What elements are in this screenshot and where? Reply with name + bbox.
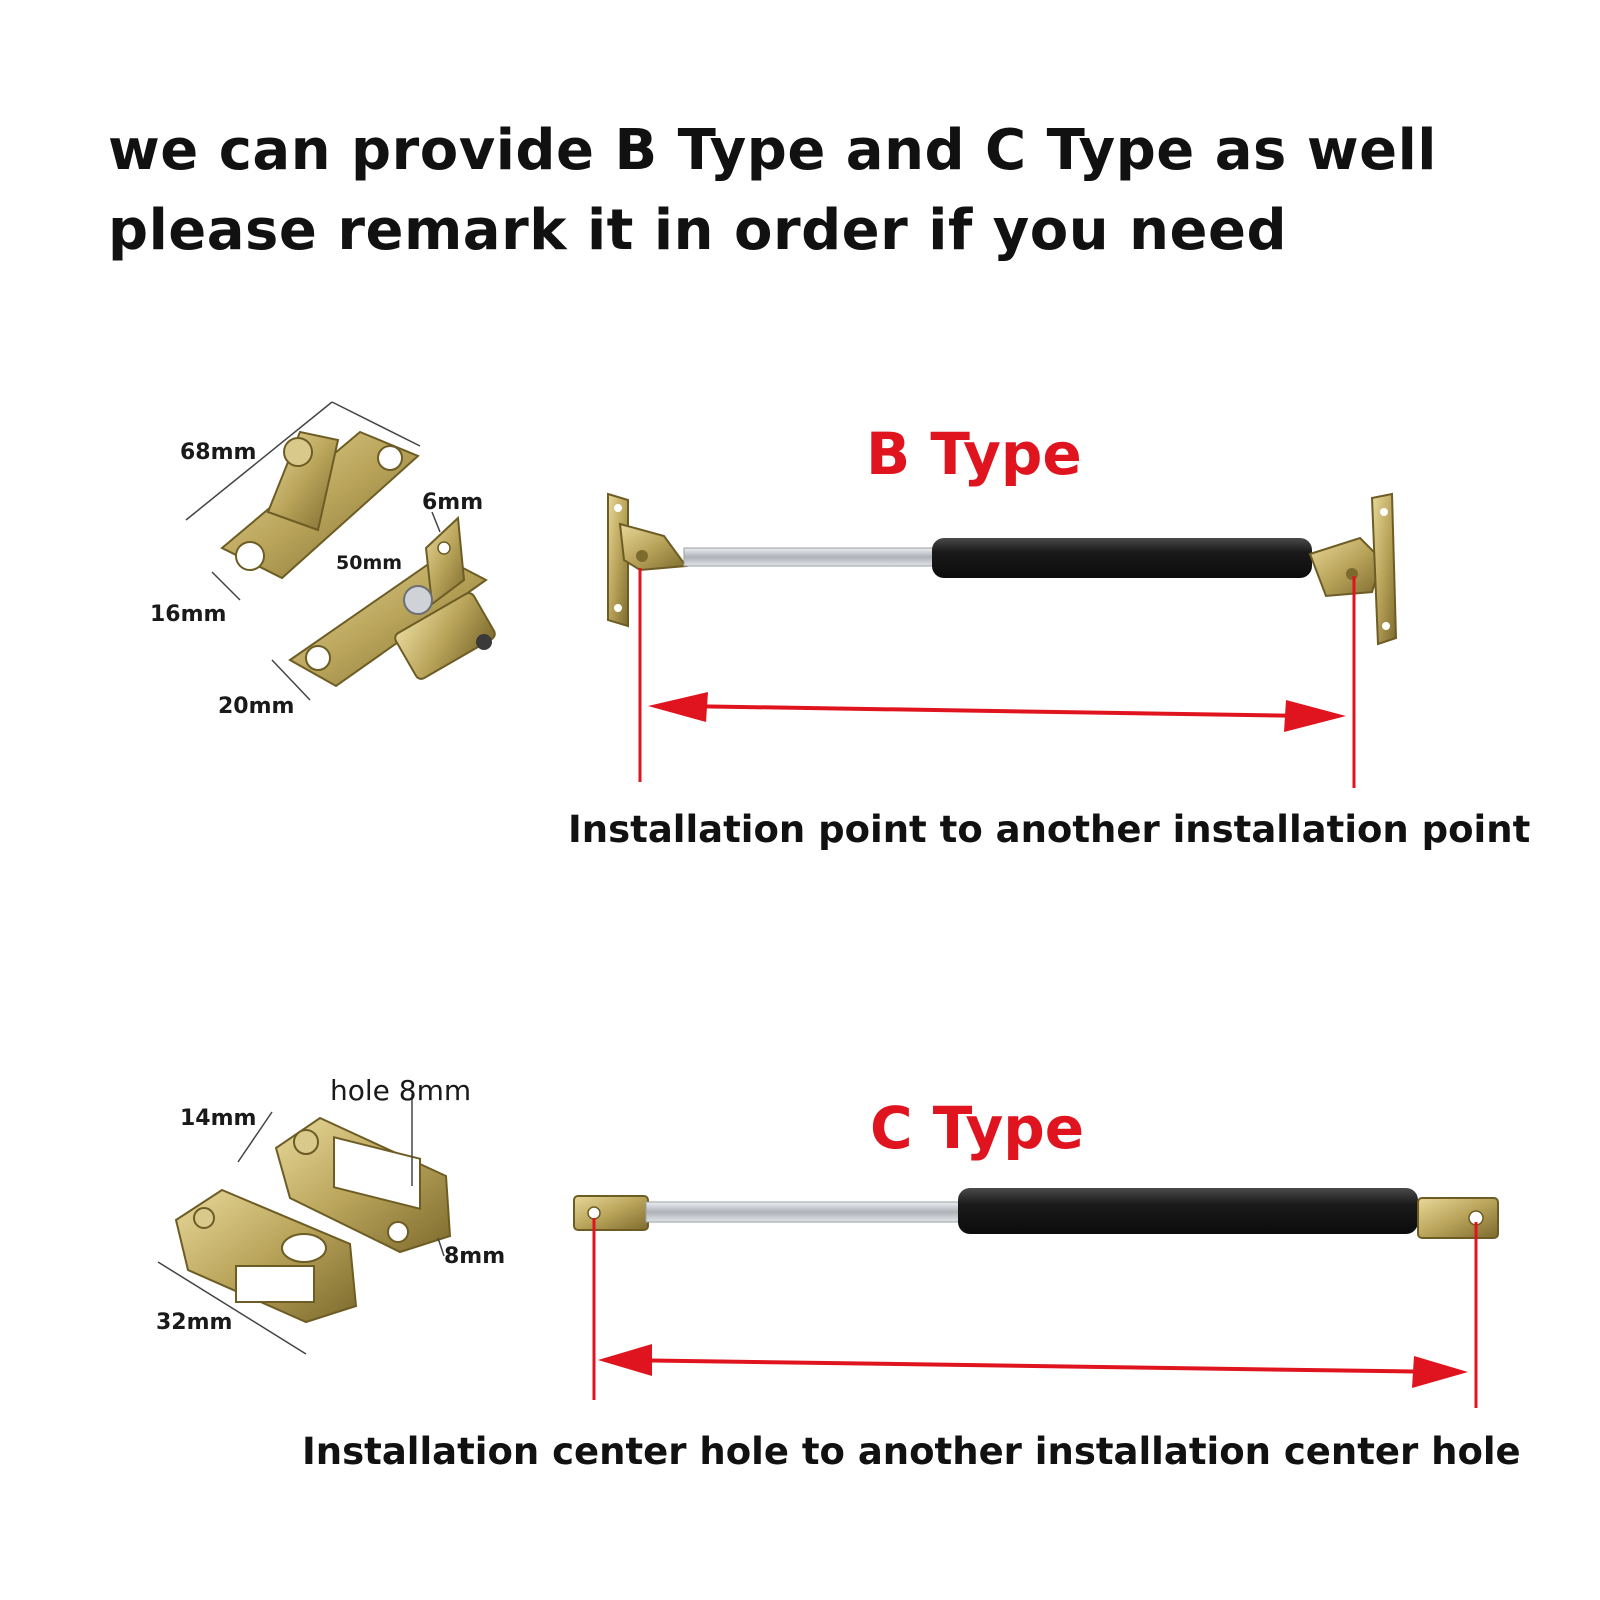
b-type-measurement	[638, 568, 1356, 788]
c-type-title: C Type	[870, 1094, 1085, 1162]
b-type-bracket-photo	[185, 401, 496, 701]
headline-line-2: please remark it in order if you need	[108, 198, 1288, 263]
c-dim-8mm: 8mm	[444, 1244, 506, 1269]
c-type-bracket-photo	[157, 1094, 452, 1355]
b-dim-16mm: 16mm	[150, 602, 227, 627]
c-type-measurement	[592, 1218, 1478, 1408]
c-type-caption: Installation center hole to another inst…	[302, 1430, 1521, 1473]
c-dim-hole-8mm: hole 8mm	[330, 1074, 472, 1107]
c-dim-14mm: 14mm	[180, 1106, 257, 1131]
b-type-title: B Type	[866, 420, 1082, 488]
headline-line-1: we can provide B Type and C Type as well	[108, 118, 1437, 183]
b-dim-6mm: 6mm	[422, 490, 484, 515]
b-dim-20mm: 20mm	[218, 694, 295, 719]
c-dim-32mm: 32mm	[156, 1310, 233, 1335]
c-type-gas-strut	[573, 1188, 1499, 1239]
b-dim-50mm: 50mm	[336, 552, 403, 574]
b-dim-68mm: 68mm	[180, 440, 257, 465]
b-type-gas-strut	[607, 492, 1398, 646]
b-type-caption: Installation point to another installati…	[568, 808, 1531, 851]
